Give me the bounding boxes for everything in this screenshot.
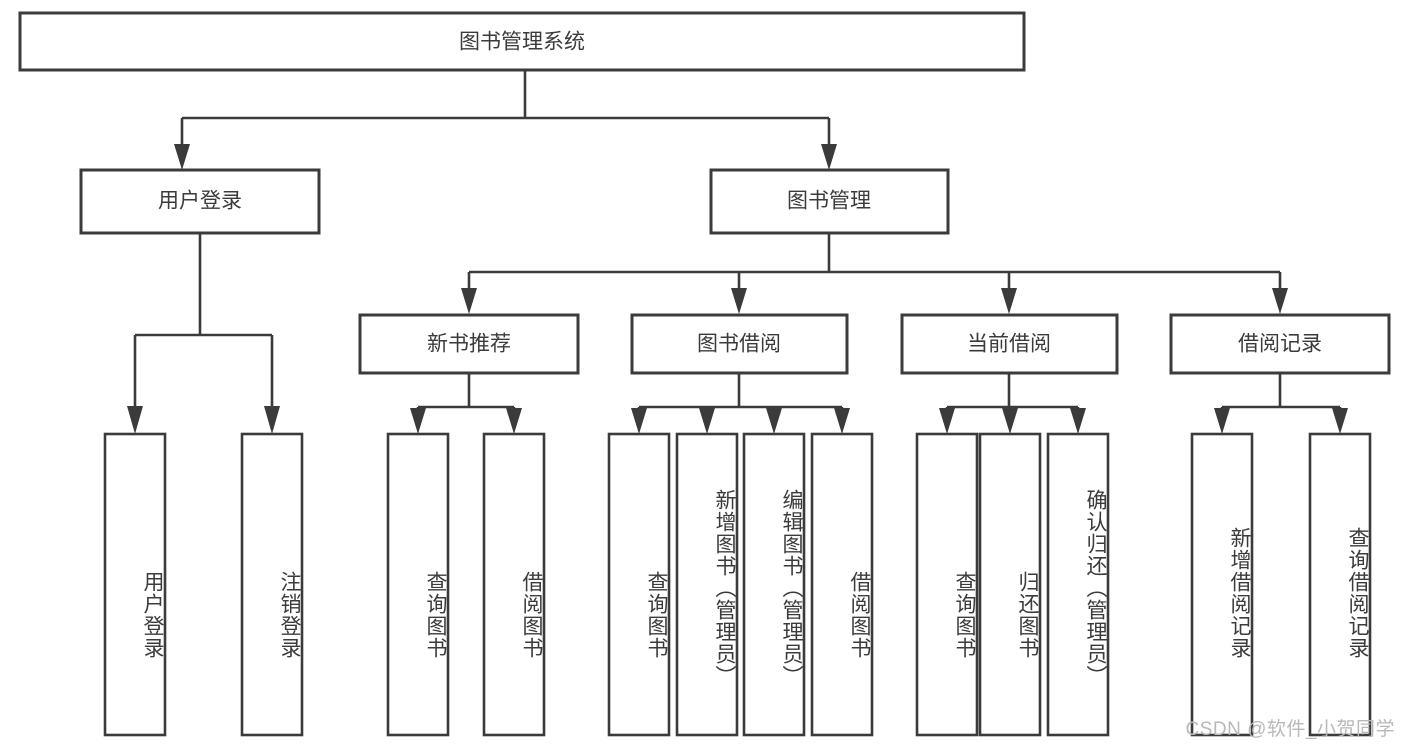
node-book-borrow-label: 图书借阅 bbox=[697, 333, 781, 356]
node-book-management[interactable]: 图书管理 bbox=[709, 168, 950, 235]
connector-currentborrow-to-leaves bbox=[939, 372, 1086, 434]
node-user-login-label: 用户登录 bbox=[158, 190, 242, 213]
connector-root-to-level2 bbox=[174, 70, 837, 170]
node-book-borrow[interactable]: 图书借阅 bbox=[630, 313, 849, 375]
node-new-book-recommend-label: 新书推荐 bbox=[427, 333, 511, 356]
connector-bookborrow-to-leaves bbox=[631, 372, 850, 434]
leaf-box-user-login[interactable] bbox=[103, 432, 167, 737]
node-user-login[interactable]: 用户登录 bbox=[79, 168, 321, 235]
connector-newbook-to-leaves bbox=[410, 372, 522, 434]
connector-borrowrecord-to-leaves bbox=[1214, 372, 1348, 434]
connector-userlogin-to-leaves bbox=[127, 233, 280, 434]
node-new-book-recommend[interactable]: 新书推荐 bbox=[358, 313, 580, 375]
leaf-box-confirm-return[interactable] bbox=[1046, 432, 1110, 737]
connector-bookmgmt-to-level3 bbox=[461, 232, 1288, 314]
node-current-borrow[interactable]: 当前借阅 bbox=[900, 313, 1119, 375]
leaf-box-query-book-2[interactable] bbox=[607, 432, 671, 737]
leaf-box-query-record[interactable] bbox=[1308, 432, 1372, 737]
leaf-box-edit-book[interactable] bbox=[742, 432, 806, 737]
leaf-box-query-book-1[interactable] bbox=[386, 432, 450, 737]
leaf-box-borrow-book-2[interactable] bbox=[810, 432, 874, 737]
csdn-watermark: CSDN @软件_小贺同学 bbox=[1185, 719, 1395, 740]
node-borrow-record[interactable]: 借阅记录 bbox=[1169, 313, 1391, 375]
leaf-box-query-book-3[interactable] bbox=[915, 432, 979, 737]
node-current-borrow-label: 当前借阅 bbox=[967, 333, 1051, 356]
node-root-label: 图书管理系统 bbox=[459, 31, 585, 54]
node-borrow-record-label: 借阅记录 bbox=[1238, 333, 1322, 356]
leaf-box-add-book[interactable] bbox=[675, 432, 739, 737]
leaf-box-add-record[interactable] bbox=[1190, 432, 1254, 737]
leaf-box-return-book[interactable] bbox=[978, 432, 1042, 737]
node-root[interactable]: 图书管理系统 bbox=[18, 11, 1026, 72]
leaf-box-borrow-book-1[interactable] bbox=[482, 432, 546, 737]
node-book-management-label: 图书管理 bbox=[787, 190, 871, 213]
leaf-box-logout-login[interactable] bbox=[240, 432, 304, 737]
